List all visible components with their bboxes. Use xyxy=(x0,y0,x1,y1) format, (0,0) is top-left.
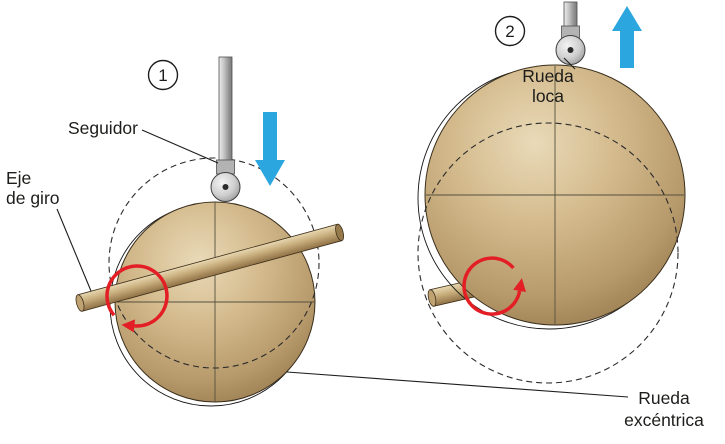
rotation-arrow-arc xyxy=(105,264,169,328)
down-arrow-shaft xyxy=(263,112,277,160)
down-arrow-head xyxy=(255,160,285,186)
rotation-arrow-arc xyxy=(462,256,522,316)
step-badge-1: 1 xyxy=(147,59,179,91)
rotation-arrow xyxy=(462,256,526,316)
follower-rod xyxy=(218,56,233,166)
label-rueda-loca-line2: loca xyxy=(532,86,564,106)
follower xyxy=(210,56,241,202)
rotation-arrow xyxy=(105,264,169,333)
shaft-end-cap-left xyxy=(75,294,85,312)
label-eje-line1: Eje xyxy=(6,168,31,188)
roller-pin xyxy=(567,47,574,53)
leader-rueda-excentrica xyxy=(286,371,629,398)
up-arrow-shaft xyxy=(620,30,634,68)
panel-1: 1 Seguidor Eje de giro xyxy=(6,56,345,407)
badge-circle xyxy=(147,59,179,91)
up-arrow-head xyxy=(612,6,642,31)
panel-2: 2 Rueda loca Rueda excéntrica xyxy=(286,1,704,430)
roller-pin xyxy=(222,184,229,190)
badge-circle xyxy=(494,15,526,47)
label-rueda-loca-line1: Rueda xyxy=(522,66,574,86)
up-arrow-icon xyxy=(612,6,642,68)
follower xyxy=(555,1,586,65)
badge-number: 1 xyxy=(158,66,167,85)
down-arrow-icon xyxy=(255,112,285,186)
badge-number: 2 xyxy=(505,22,514,41)
label-seguidor: Seguidor xyxy=(68,118,138,138)
shaft-end-cap-left xyxy=(427,289,437,307)
label-rueda-excentrica-line2: excéntrica xyxy=(624,410,704,430)
leader-rueda-loca xyxy=(563,57,576,70)
rotation-arrow-head xyxy=(121,319,135,333)
rotation-shaft xyxy=(75,223,345,312)
leader-seguidor xyxy=(141,129,219,164)
dashed-path-circle xyxy=(417,122,679,384)
follower-clevis xyxy=(216,159,235,175)
label-eje-line2: de giro xyxy=(6,188,60,208)
rotation-arrow-head xyxy=(513,278,526,292)
step-badge-2: 2 xyxy=(494,15,526,47)
shaft-end-cap-right xyxy=(335,223,345,242)
leader-eje-de-giro xyxy=(56,208,92,292)
label-rueda-excentrica-line1: Rueda xyxy=(638,388,690,408)
dashed-path-circle xyxy=(108,157,320,369)
